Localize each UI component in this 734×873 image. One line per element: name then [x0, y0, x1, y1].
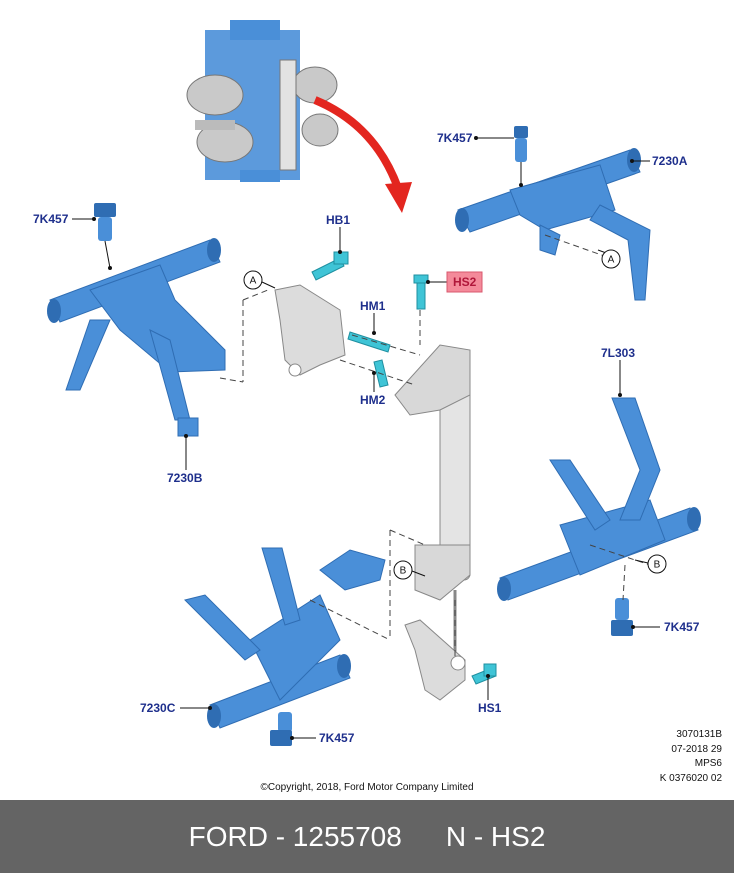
bolt-7k457-left: [94, 203, 116, 241]
callout-7k457-right: 7K457: [664, 620, 700, 634]
svg-text:B: B: [400, 566, 407, 577]
red-arrow-head: [385, 182, 412, 213]
bolt-7k457-right: [611, 598, 633, 636]
footer-bar: FORD - 1255708 N - HS2: [0, 800, 734, 873]
meta-line: 3070131B: [676, 729, 722, 740]
reference-circle-b-right: B: [634, 554, 667, 574]
callout-7k457-top: 7K457: [437, 131, 473, 145]
bolt-hs2: [413, 274, 429, 310]
callout-7230a: 7230A: [652, 154, 688, 168]
callout-7230b: 7230B: [167, 471, 203, 485]
lever-grey: [404, 619, 466, 701]
leader-dots: [92, 136, 635, 740]
shift-fork-7230b: [47, 238, 226, 437]
drawing-reference-block: 3070131B 07-2018 29 MPS6 K 0376020 02: [660, 728, 722, 786]
meta-line: K 0376020 02: [659, 772, 722, 784]
leader-lines: [72, 137, 660, 739]
callout-hm2: HM2: [360, 393, 386, 407]
bolt-7k457-bottom: [270, 712, 292, 746]
callout-hm1: HM1: [360, 299, 386, 313]
shift-rail-assembly: [394, 344, 471, 665]
red-pointer-arrow: [313, 96, 402, 190]
footer-part-number: FORD - 1255708: [188, 820, 402, 852]
svg-text:B: B: [654, 560, 661, 571]
callout-7k457-bottom: 7K457: [319, 731, 355, 745]
reference-circle-b-center: B: [393, 560, 426, 580]
exploded-parts-diagram: A A B B 7K457 7230A 7K457 7230B HB1 HS2 …: [33, 20, 701, 746]
transmission-overview-illustration: [186, 20, 339, 182]
callout-hb1: HB1: [326, 213, 350, 227]
callout-hs2-highlight: [446, 271, 483, 293]
shift-fork-7l303: [497, 397, 701, 601]
footer-part-code: N - HS2: [445, 820, 546, 852]
meta-line: MPS6: [694, 758, 722, 769]
meta-line: 07-2018 29: [671, 743, 722, 755]
callout-hs1: HS1: [478, 701, 502, 715]
reference-circle-a-upper: A: [597, 249, 621, 269]
shift-fork-7230a: [455, 148, 651, 301]
shift-fork-7230c: [184, 547, 386, 729]
callout-7k457-left: 7K457: [33, 212, 69, 226]
svg-text:A: A: [608, 255, 615, 266]
bolt-hs1: [471, 663, 497, 685]
callout-7230c: 7230C: [140, 701, 176, 715]
bolt-7k457-top: [514, 126, 528, 162]
callout-7l303: 7L303: [601, 346, 635, 360]
bolt-hb1: [311, 251, 349, 281]
reference-circle-a-lower: A: [243, 270, 276, 290]
callout-hs2: HS2: [453, 275, 477, 289]
pin-hm1: [347, 331, 391, 353]
bracket-grey: [274, 284, 346, 377]
copyright-notice: ©Copyright, 2018, Ford Motor Company Lim…: [260, 782, 474, 793]
svg-text:A: A: [250, 276, 257, 287]
